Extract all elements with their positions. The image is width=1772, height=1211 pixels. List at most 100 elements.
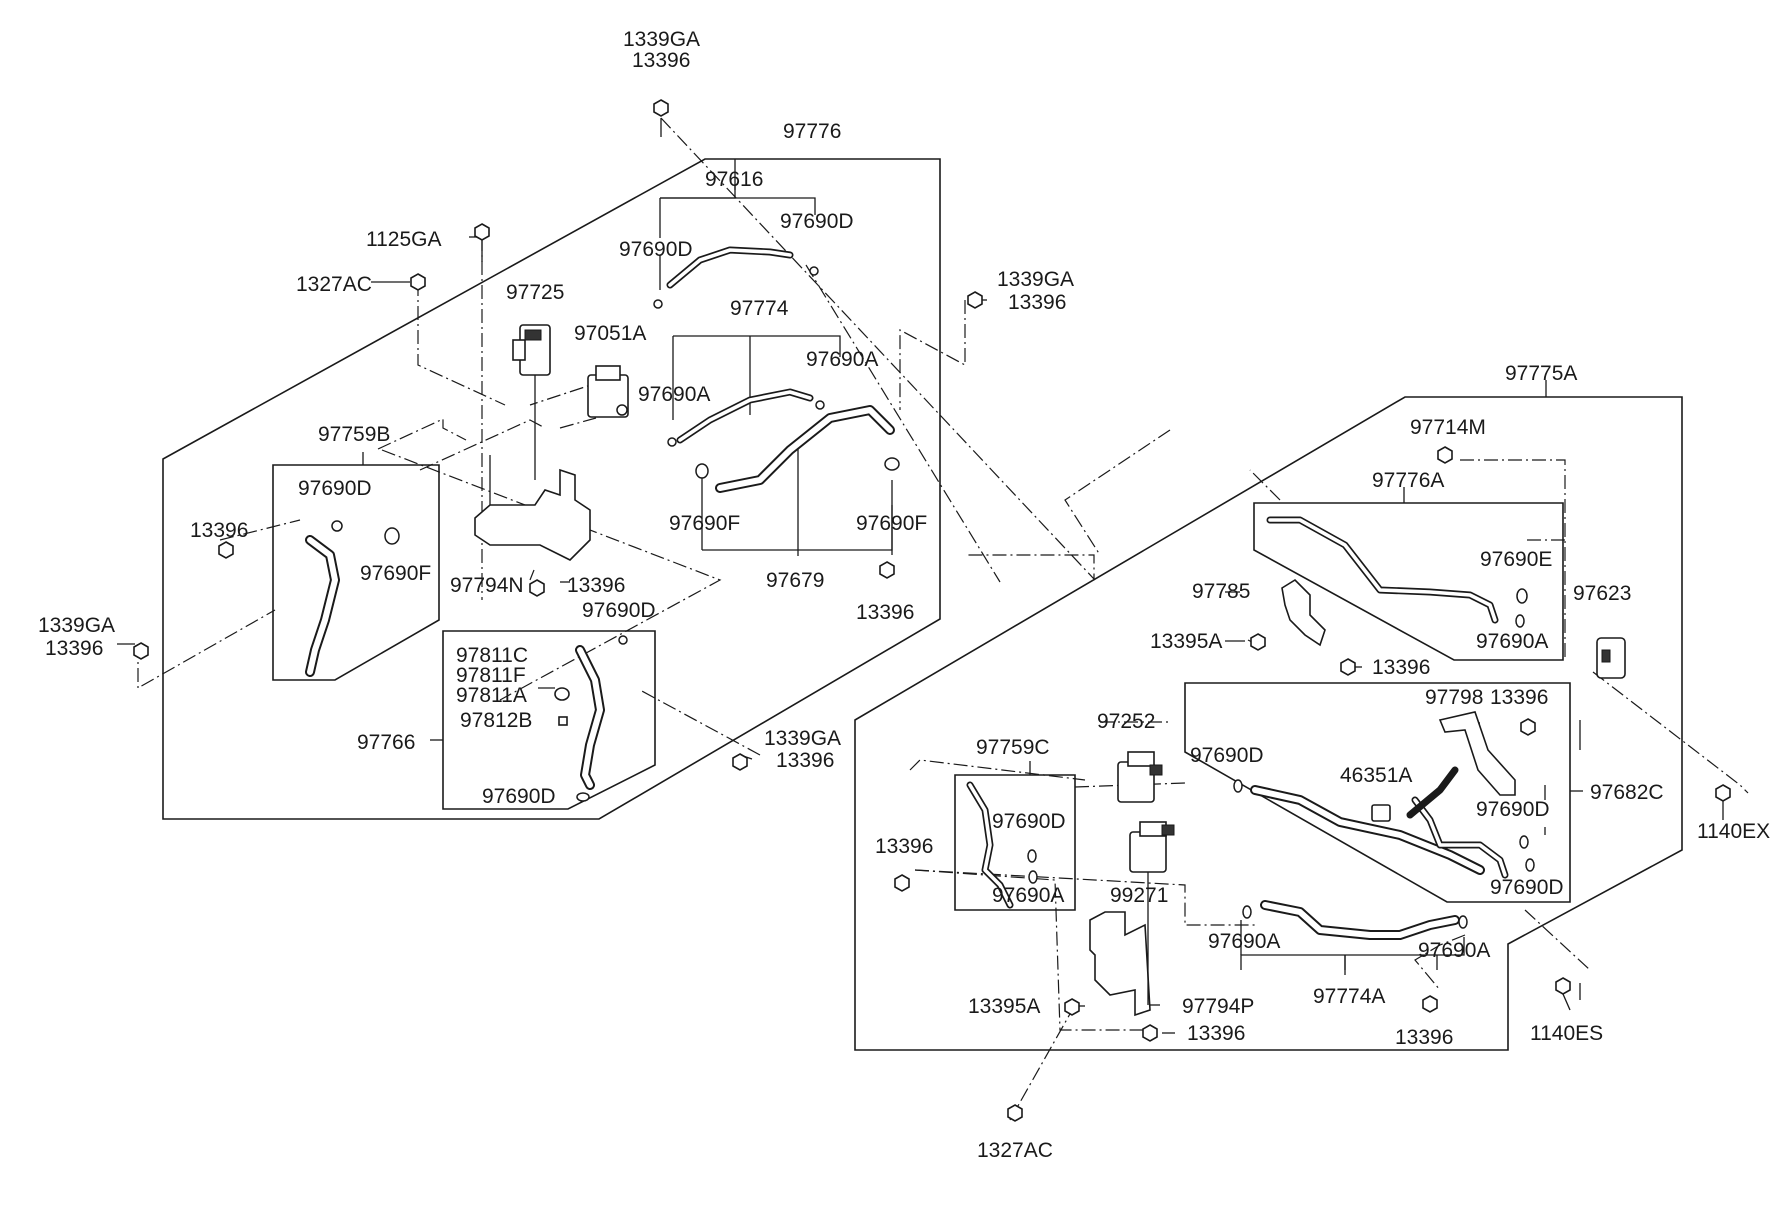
label-97690D: 97690D bbox=[619, 238, 693, 261]
oring-97690F-a bbox=[695, 463, 709, 479]
oring-97690D-f bbox=[1233, 779, 1243, 793]
label-13396: 13396 bbox=[632, 49, 690, 72]
bracket-97794P bbox=[1089, 911, 1151, 1017]
nut-13395A-top bbox=[1250, 633, 1266, 651]
label-1339GA: 1339GA bbox=[38, 614, 115, 637]
nut-13396-u bbox=[894, 874, 910, 892]
label-13395A: 13395A bbox=[968, 995, 1040, 1018]
assembly-97775A bbox=[854, 380, 1749, 1122]
part-labels: 1339GA 13396 97776 97616 97690D 97690D 1… bbox=[38, 28, 1770, 1162]
label-97714M: 97714M bbox=[1410, 416, 1486, 439]
frame-97766 bbox=[442, 630, 656, 810]
nut-13396-center bbox=[529, 579, 545, 597]
nut-13395A-bottom bbox=[1064, 998, 1080, 1016]
label-1125GA: 1125GA bbox=[366, 228, 442, 251]
label-97774A: 97774A bbox=[1313, 985, 1385, 1008]
label-97051A: 97051A bbox=[574, 322, 646, 345]
label-13396: 13396 bbox=[1395, 1026, 1453, 1049]
label-97794P: 97794P bbox=[1182, 995, 1254, 1018]
label-1140EX: 1140EX bbox=[1697, 820, 1770, 843]
label-97812B: 97812B bbox=[460, 709, 532, 732]
label-13396: 13396 bbox=[856, 601, 914, 624]
frame-97775A bbox=[854, 396, 1683, 1051]
bracket-97794N bbox=[474, 468, 591, 561]
frame-97759B bbox=[272, 464, 440, 681]
nut-13396-v bbox=[1142, 1024, 1158, 1042]
oring-97690A-f bbox=[1028, 870, 1038, 884]
label-97811C: 97811C bbox=[456, 644, 528, 667]
label-97616: 97616 bbox=[705, 168, 763, 191]
nut-13396-bottom bbox=[879, 561, 895, 579]
label-97690D: 97690D bbox=[992, 810, 1066, 833]
label-13396: 13396 bbox=[1008, 291, 1066, 314]
label-1327AC: 1327AC bbox=[977, 1139, 1053, 1162]
bolt-1125GA bbox=[474, 223, 490, 262]
oring-97690A-d bbox=[1242, 905, 1252, 919]
valve-99271 bbox=[1129, 821, 1175, 888]
nut-1327AC-left bbox=[410, 273, 426, 291]
nut-1339GA-top bbox=[653, 99, 669, 117]
label-99271: 99271 bbox=[1110, 884, 1168, 907]
label-13396: 13396 bbox=[567, 574, 625, 597]
valve-block-97051A bbox=[587, 365, 629, 418]
label-97690D: 97690D bbox=[582, 599, 656, 622]
label-97690D: 97690D bbox=[482, 785, 556, 808]
label-13396: 13396 bbox=[1490, 686, 1548, 709]
nut-13396-w bbox=[1422, 995, 1438, 1013]
label-1327AC: 1327AC bbox=[296, 273, 372, 296]
label-97623: 97623 bbox=[1573, 582, 1631, 605]
frame-97759C bbox=[954, 774, 1076, 911]
label-97690A: 97690A bbox=[1208, 930, 1280, 953]
oring-97690F-c bbox=[384, 527, 400, 545]
receiver-97623 bbox=[1596, 637, 1626, 679]
label-97775A: 97775A bbox=[1505, 362, 1577, 385]
oring-97690A-e bbox=[1458, 915, 1468, 929]
oring-97690D-b bbox=[653, 299, 663, 309]
label-97690D: 97690D bbox=[298, 477, 372, 500]
label-97794N: 97794N bbox=[450, 574, 524, 597]
cap-97812B bbox=[558, 716, 568, 726]
label-13396: 13396 bbox=[776, 749, 834, 772]
label-97690A: 97690A bbox=[638, 383, 710, 406]
label-97679: 97679 bbox=[766, 569, 824, 592]
label-13396: 13396 bbox=[190, 519, 248, 542]
oring-97690A-c bbox=[1515, 614, 1525, 628]
oring-97690A-a bbox=[815, 400, 825, 410]
label-97690D: 97690D bbox=[1490, 876, 1564, 899]
bolt-1140ES bbox=[1555, 977, 1571, 1011]
nut-13396-left bbox=[218, 541, 234, 559]
label-97776: 97776 bbox=[783, 120, 841, 143]
label-97690D: 97690D bbox=[1190, 744, 1264, 767]
nut-13396-s bbox=[1340, 658, 1356, 676]
label-1140ES: 1140ES bbox=[1530, 1022, 1603, 1045]
oring-97690A-b bbox=[667, 437, 677, 447]
nut-13396-t bbox=[1520, 718, 1536, 736]
label-13396: 13396 bbox=[45, 637, 103, 660]
label-97690A: 97690A bbox=[806, 348, 878, 371]
label-13396: 13396 bbox=[1372, 656, 1430, 679]
cap-97811A bbox=[554, 687, 570, 701]
label-1339GA: 1339GA bbox=[623, 28, 700, 51]
label-97811A: 97811A bbox=[456, 684, 527, 707]
label-97690F: 97690F bbox=[669, 512, 740, 535]
label-97798: 97798 bbox=[1425, 686, 1483, 709]
label-1339GA: 1339GA bbox=[997, 268, 1074, 291]
valve-97252 bbox=[1117, 751, 1163, 803]
sensor-46351A bbox=[1371, 804, 1391, 822]
nut-1339GA-mid bbox=[732, 753, 748, 771]
label-97725: 97725 bbox=[506, 281, 564, 304]
oring-97690D-e bbox=[576, 792, 590, 802]
oring-97690D-c bbox=[331, 520, 343, 532]
label-97774: 97774 bbox=[730, 297, 789, 320]
label-97776A: 97776A bbox=[1372, 469, 1444, 492]
nut-1327AC-bottom bbox=[1007, 1104, 1023, 1122]
oring-97690F-b bbox=[884, 457, 900, 471]
label-13396: 13396 bbox=[1187, 1022, 1245, 1045]
frame-97776 bbox=[162, 158, 941, 820]
label-97811F: 97811F bbox=[456, 664, 526, 687]
label-97759C: 97759C bbox=[976, 736, 1050, 759]
label-97690F: 97690F bbox=[856, 512, 927, 535]
label-13396: 13396 bbox=[875, 835, 933, 858]
label-97690F: 97690F bbox=[360, 562, 431, 585]
